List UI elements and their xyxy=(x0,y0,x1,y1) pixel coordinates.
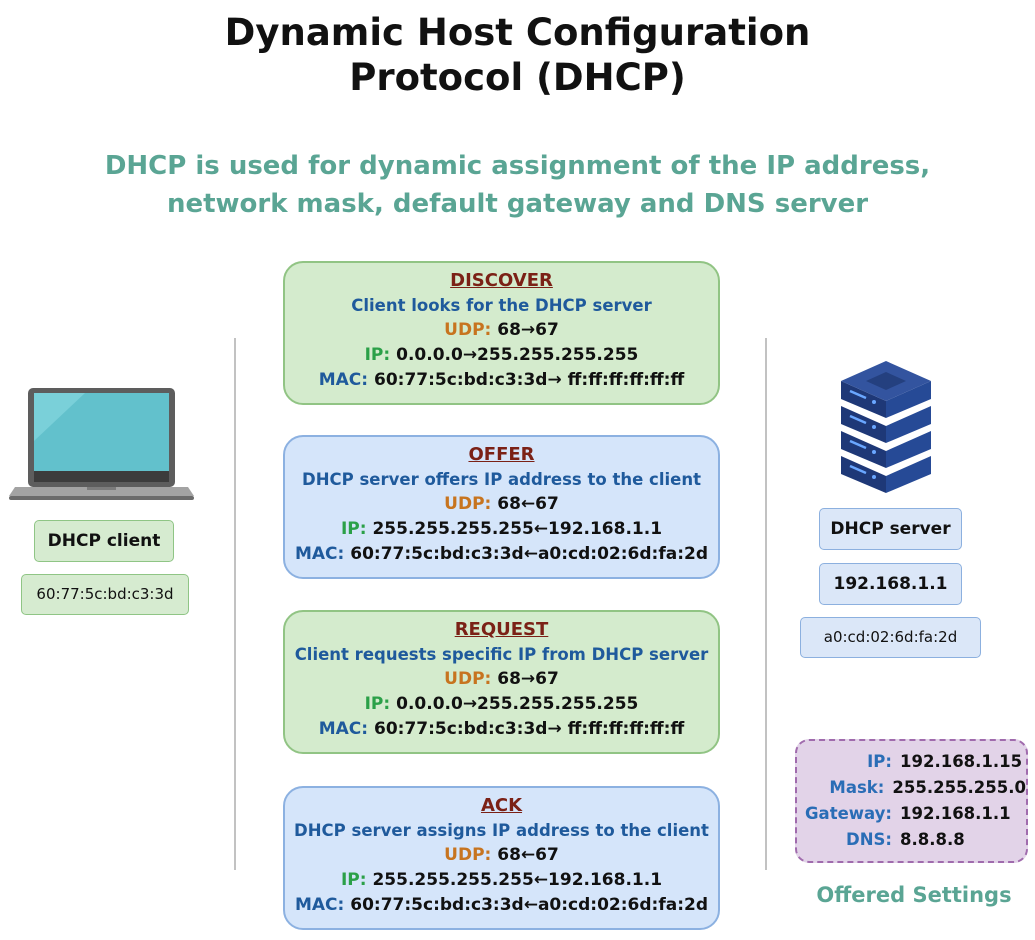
settings-gateway-row: Gateway: 192.168.1.1 xyxy=(797,801,1026,827)
ip-label: IP: xyxy=(364,345,391,365)
udp-row: UDP: 68←67 xyxy=(285,843,718,868)
message-title: ACK xyxy=(480,795,523,816)
mac-addresses: 60:77:5c:bd:c3:3d→ ff:ff:ff:ff:ff:ff xyxy=(374,370,685,390)
udp-label: UDP: xyxy=(444,320,492,340)
ip-row: IP: 0.0.0.0→255.255.255.255 xyxy=(285,692,718,717)
ip-row: IP: 255.255.255.255←192.168.1.1 xyxy=(285,868,718,893)
settings-value: 255.255.255.0 xyxy=(892,778,1026,797)
ip-row: IP: 0.0.0.0→255.255.255.255 xyxy=(285,343,718,368)
mac-row: MAC: 60:77:5c:bd:c3:3d→ ff:ff:ff:ff:ff:f… xyxy=(285,717,718,742)
server-divider-line xyxy=(765,338,767,870)
client-divider-line xyxy=(234,338,236,870)
offered-settings-caption: Offered Settings xyxy=(816,883,1012,907)
mac-label: MAC: xyxy=(294,544,345,564)
ip-label: IP: xyxy=(340,519,367,539)
ip-addresses: 0.0.0.0→255.255.255.255 xyxy=(396,345,639,365)
message-title: REQUEST xyxy=(454,619,549,640)
page-title: Dynamic Host Configuration Protocol (DHC… xyxy=(0,10,1035,100)
settings-key: Mask: xyxy=(829,778,885,797)
settings-value: 192.168.1.15 xyxy=(900,752,1023,771)
ip-label: IP: xyxy=(340,870,367,890)
server-unit-3 xyxy=(841,431,931,468)
message-title: OFFER xyxy=(468,444,535,465)
server-label-box: DHCP server xyxy=(819,508,962,550)
mac-addresses: 60:77:5c:bd:c3:3d←a0:cd:02:6d:fa:2d xyxy=(350,895,709,915)
mac-addresses: 60:77:5c:bd:c3:3d→ ff:ff:ff:ff:ff:ff xyxy=(374,719,685,739)
message-title: DISCOVER xyxy=(450,270,553,291)
ip-addresses: 0.0.0.0→255.255.255.255 xyxy=(396,694,639,714)
udp-ports: 68←67 xyxy=(497,845,559,865)
message-description: DHCP server assigns IP address to the cl… xyxy=(294,821,709,840)
udp-ports: 68→67 xyxy=(497,320,559,340)
settings-dns-row: DNS: 8.8.8.8 xyxy=(797,827,1026,853)
request-message: REQUEST Client requests specific IP from… xyxy=(283,610,720,754)
page-subtitle: DHCP is used for dynamic assignment of t… xyxy=(0,147,1035,223)
discover-message: DISCOVER Client looks for the DHCP serve… xyxy=(283,261,720,405)
laptop-icon xyxy=(9,388,194,500)
udp-row: UDP: 68←67 xyxy=(285,492,718,517)
udp-row: UDP: 68→67 xyxy=(285,667,718,692)
mac-row: MAC: 60:77:5c:bd:c3:3d←a0:cd:02:6d:fa:2d xyxy=(285,542,718,567)
udp-ports: 68←67 xyxy=(497,494,559,514)
mac-label: MAC: xyxy=(294,895,345,915)
mac-label: MAC: xyxy=(318,370,369,390)
message-description: Client requests specific IP from DHCP se… xyxy=(294,645,709,664)
ip-label: IP: xyxy=(364,694,391,714)
udp-label: UDP: xyxy=(444,845,492,865)
server-unit-2 xyxy=(841,406,931,443)
subtitle-line-1: DHCP is used for dynamic assignment of t… xyxy=(104,151,931,181)
settings-value: 8.8.8.8 xyxy=(900,830,965,849)
settings-value: 192.168.1.1 xyxy=(900,804,1011,823)
ip-row: IP: 255.255.255.255←192.168.1.1 xyxy=(285,517,718,542)
mac-label: MAC: xyxy=(318,719,369,739)
settings-ip-row: IP: 192.168.1.15 xyxy=(797,749,1026,775)
udp-label: UDP: xyxy=(444,669,492,689)
mac-row: MAC: 60:77:5c:bd:c3:3d←a0:cd:02:6d:fa:2d xyxy=(285,893,718,918)
server-rack-icon xyxy=(841,361,931,493)
message-description: DHCP server offers IP address to the cli… xyxy=(302,470,701,489)
title-line-2: Protocol (DHCP) xyxy=(349,56,686,99)
server-mac-box: a0:cd:02:6d:fa:2d xyxy=(800,617,981,658)
settings-key: Gateway: xyxy=(805,804,892,823)
settings-key: IP: xyxy=(867,752,892,771)
udp-ports: 68→67 xyxy=(497,669,559,689)
settings-key: DNS: xyxy=(846,830,892,849)
ip-addresses: 255.255.255.255←192.168.1.1 xyxy=(372,870,663,890)
client-label-box: DHCP client xyxy=(34,520,174,562)
client-mac-box: 60:77:5c:bd:c3:3d xyxy=(21,574,189,615)
server-unit-1 xyxy=(841,381,931,418)
offer-message: OFFER DHCP server offers IP address to t… xyxy=(283,435,720,579)
subtitle-line-2: network mask, default gateway and DNS se… xyxy=(166,189,869,219)
mac-addresses: 60:77:5c:bd:c3:3d←a0:cd:02:6d:fa:2d xyxy=(350,544,709,564)
ip-addresses: 255.255.255.255←192.168.1.1 xyxy=(372,519,663,539)
udp-row: UDP: 68→67 xyxy=(285,318,718,343)
udp-label: UDP: xyxy=(444,494,492,514)
server-ip-box: 192.168.1.1 xyxy=(819,563,962,605)
settings-mask-row: Mask: 255.255.255.0 xyxy=(797,775,1026,801)
message-description: Client looks for the DHCP server xyxy=(351,296,652,315)
title-line-1: Dynamic Host Configuration xyxy=(224,11,811,54)
offered-settings-box: IP: 192.168.1.15 Mask: 255.255.255.0 Gat… xyxy=(795,739,1028,863)
ack-message: ACK DHCP server assigns IP address to th… xyxy=(283,786,720,930)
server-unit-4 xyxy=(841,456,931,493)
mac-row: MAC: 60:77:5c:bd:c3:3d→ ff:ff:ff:ff:ff:f… xyxy=(285,368,718,393)
